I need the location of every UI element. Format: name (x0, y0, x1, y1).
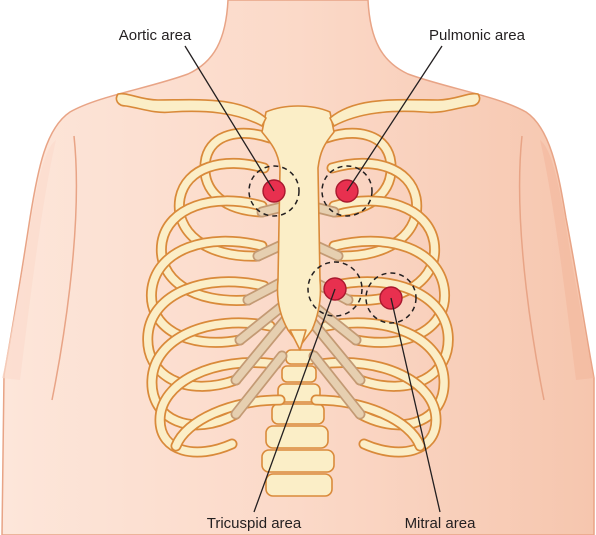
tricuspid-area-label: Tricuspid area (207, 515, 302, 532)
mitral-area-label: Mitral area (405, 515, 477, 532)
aortic-area-label: Aortic area (119, 27, 192, 44)
pulmonic-area-label: Pulmonic area (429, 27, 526, 44)
